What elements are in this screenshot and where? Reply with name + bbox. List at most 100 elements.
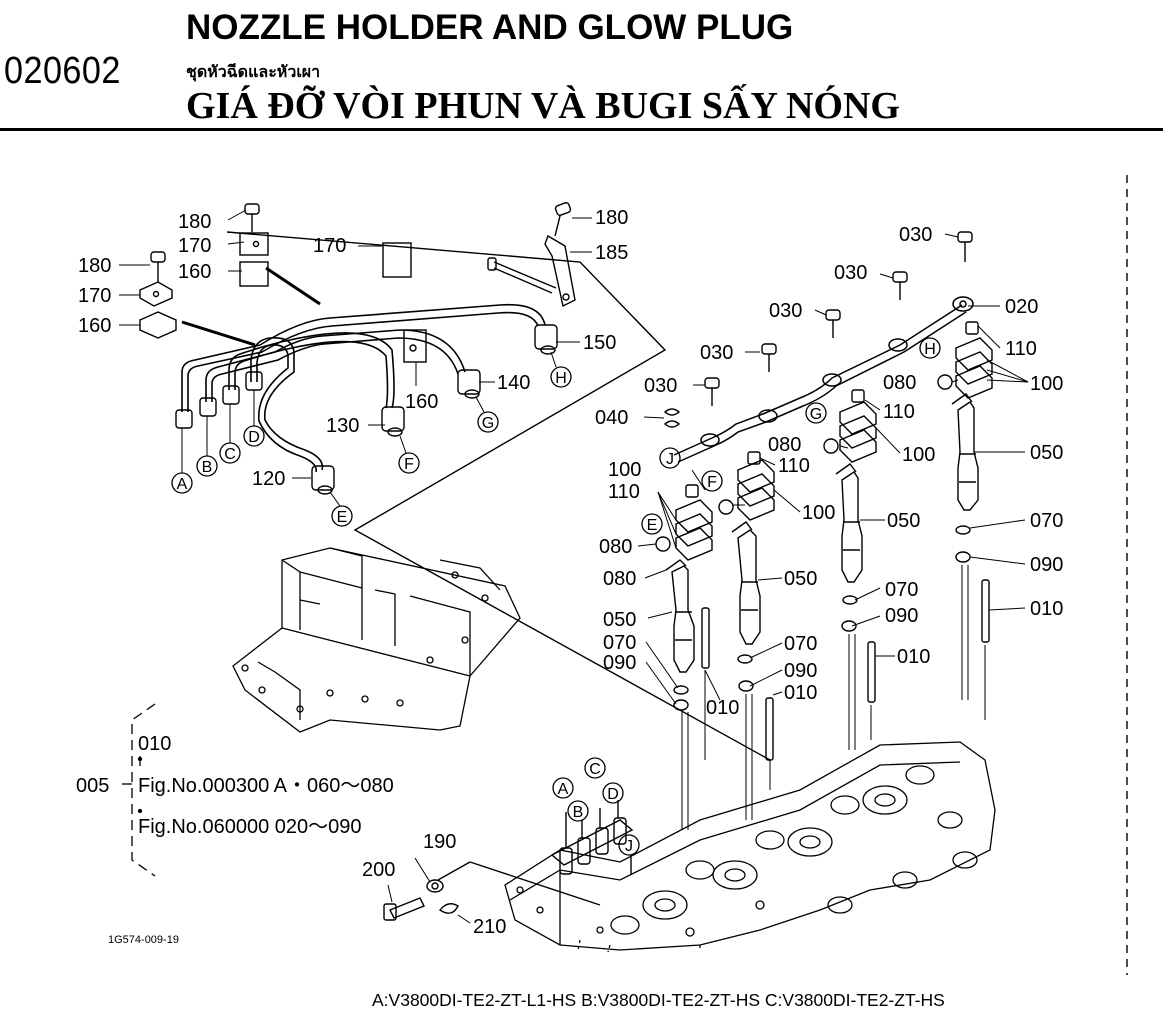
reference-line-1: 010 <box>138 733 171 755</box>
reference-block: 005 010 Fig.No.000300 A・060～080 Fig.No.0… <box>76 733 394 838</box>
part-label: 180 <box>178 211 211 233</box>
part-label: 190 <box>423 831 456 853</box>
part-label: 160 <box>78 315 111 337</box>
part-label: 050 <box>603 609 636 631</box>
part-label: 100 <box>1030 373 1063 395</box>
figure-number: 020602 <box>4 50 121 92</box>
connection-letter: A <box>558 781 569 798</box>
page-header: 020602 NOZZLE HOLDER AND GLOW PLUG ชุดหั… <box>0 0 1163 131</box>
pipe-nuts-left <box>175 371 263 429</box>
injection-pipes <box>181 303 546 473</box>
connection-letter: E <box>647 517 658 534</box>
footer-model-list: A:V3800DI-TE2-ZT-L1-HS B:V3800DI-TE2-ZT-… <box>372 990 945 1010</box>
part-label: 110 <box>1005 338 1037 360</box>
part-label: 080 <box>599 536 632 558</box>
connection-letter: E <box>337 509 348 526</box>
part-label: 110 <box>883 401 915 423</box>
part-label: 070 <box>603 632 636 654</box>
connection-letter: B <box>573 804 584 821</box>
part-label: 110 <box>608 481 640 503</box>
connection-letter: J <box>666 451 674 468</box>
part-label: 050 <box>784 568 817 590</box>
reference-item: 005 <box>76 775 109 797</box>
reference-line-2: Fig.No.000300 A・060～080 <box>138 775 394 797</box>
part-label: 070 <box>784 633 817 655</box>
part-label: 210 <box>473 916 506 938</box>
connection-letter: C <box>589 761 601 778</box>
clamp-arrows <box>181 266 321 347</box>
pipe-clamps <box>139 232 427 363</box>
assembly-link-line <box>226 231 771 761</box>
part-label: 100 <box>608 459 641 481</box>
part-label: 090 <box>1030 554 1063 576</box>
part-label: 080 <box>603 568 636 590</box>
connection-letters: A B C D E F G H J E F G H J A B C D <box>177 341 936 855</box>
leader-lines <box>119 209 1029 924</box>
connection-letter: G <box>810 406 822 423</box>
reference-line-3: Fig.No.060000 020～090 <box>138 816 362 838</box>
part-label: 130 <box>326 415 359 437</box>
title-vietnamese: GIÁ ĐỠ VÒI PHUN VÀ BUGI SẤY NÓNG <box>186 85 900 127</box>
part-label: 185 <box>595 242 628 264</box>
assembly-lines <box>681 565 986 830</box>
part-label: 120 <box>252 468 285 490</box>
overflow-pipe <box>673 296 974 463</box>
part-label: 090 <box>885 605 918 627</box>
part-label: 010 <box>784 682 817 704</box>
connection-letter: F <box>404 456 414 473</box>
part-label: 170 <box>178 235 211 257</box>
glow-plugs <box>550 800 634 875</box>
connection-letter: H <box>924 341 936 358</box>
title-english: NOZZLE HOLDER AND GLOW PLUG <box>186 8 794 47</box>
part-label: 090 <box>603 652 636 674</box>
part-label: 010 <box>897 646 930 668</box>
connection-letter: J <box>625 838 633 855</box>
part-label: 070 <box>885 579 918 601</box>
clamp-bolts <box>150 202 572 282</box>
connection-letter: B <box>202 459 213 476</box>
part-label: 170 <box>78 285 111 307</box>
part-label: 030 <box>899 224 932 246</box>
part-label: 030 <box>700 342 733 364</box>
part-label: 030 <box>644 375 677 397</box>
connection-letter: H <box>555 370 567 387</box>
part-label: 160 <box>178 261 211 283</box>
part-label: 020 <box>1005 296 1038 318</box>
part-label: 080 <box>883 372 916 394</box>
part-label: 180 <box>595 207 628 229</box>
connection-letter: G <box>482 415 494 432</box>
part-label: 080 <box>768 434 801 456</box>
nozzle-clamps <box>675 321 993 561</box>
title-thai: ชุดหัวฉีดและหัวเผา <box>186 62 321 81</box>
connection-letter: A <box>177 476 188 493</box>
part-label: 030 <box>769 300 802 322</box>
part-label: 010 <box>1030 598 1063 620</box>
part-label: 200 <box>362 859 395 881</box>
part-label: 050 <box>887 510 920 532</box>
header-rule <box>0 128 1163 131</box>
part-label: 010 <box>706 697 739 719</box>
part-label: 050 <box>1030 442 1063 464</box>
part-label: 040 <box>595 407 628 429</box>
connection-letter-circles <box>171 337 941 856</box>
part-label: 170 <box>313 235 346 257</box>
pipe-bracket <box>487 234 576 308</box>
part-label: 100 <box>802 502 835 524</box>
intake-manifold <box>232 547 521 733</box>
figure-code: 1G574-009-19 <box>108 934 179 946</box>
part-label: 140 <box>497 372 530 394</box>
part-label: 160 <box>405 391 438 413</box>
part-label: 090 <box>784 660 817 682</box>
nozzle-holders <box>665 393 979 673</box>
part-label: 180 <box>78 255 111 277</box>
connection-letter: F <box>707 474 717 491</box>
connection-letter: D <box>248 429 260 446</box>
part-number-labels: 180 170 160 180 170 160 170 180 185 150 … <box>78 207 1063 938</box>
reference-bracket <box>122 703 156 877</box>
studs <box>701 579 990 761</box>
cylinder-head <box>504 741 996 953</box>
part-label: 150 <box>583 332 616 354</box>
part-label: 070 <box>1030 510 1063 532</box>
orings-washers <box>655 374 971 711</box>
